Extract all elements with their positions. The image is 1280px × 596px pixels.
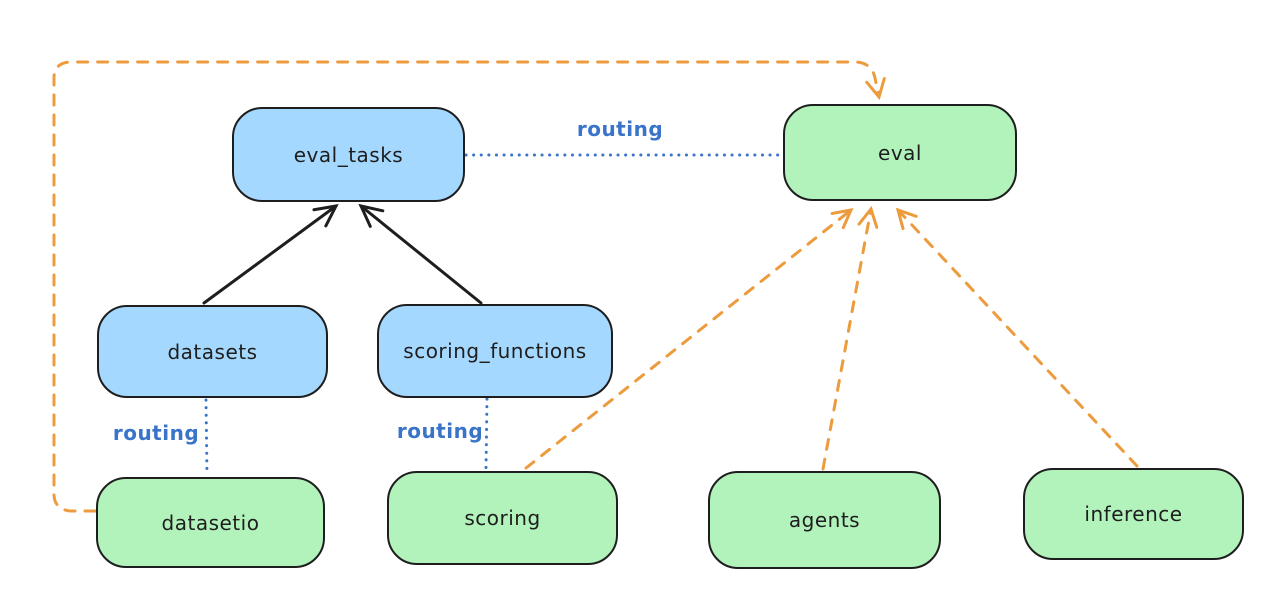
node-inference-label: inference	[1084, 502, 1183, 526]
edge-datasets-to-datasetio-routing	[204, 398, 209, 477]
node-datasets: datasets	[97, 305, 328, 398]
edge-agents-to-eval	[821, 205, 879, 471]
node-scoring_functions: scoring_functions	[377, 304, 613, 398]
node-datasetio-label: datasetio	[161, 510, 260, 535]
node-scoring-label: scoring	[464, 506, 541, 530]
edge-scoring_functions-to-eval_tasks	[358, 203, 483, 305]
routing-label-datasets-datasetio: routing	[112, 421, 200, 445]
node-scoring: scoring	[387, 471, 618, 565]
node-eval: eval	[783, 104, 1017, 201]
routing-label-eval_tasks-eval: routing	[576, 117, 664, 141]
edge-scoring-to-eval	[524, 208, 854, 470]
node-datasetio: datasetio	[96, 477, 325, 568]
edge-inference-to-eval	[895, 207, 1139, 468]
node-eval-label: eval	[878, 140, 922, 165]
node-inference: inference	[1023, 468, 1244, 560]
node-agents-label: agents	[788, 508, 861, 532]
node-eval_tasks: eval_tasks	[232, 107, 465, 202]
node-agents: agents	[708, 471, 941, 569]
node-eval_tasks-label: eval_tasks	[293, 142, 404, 167]
node-datasets-label: datasets	[167, 339, 258, 364]
routing-label-scoring_functions-scoring: routing	[396, 419, 484, 443]
edge-datasets-to-eval_tasks	[202, 204, 339, 305]
node-scoring_functions-label: scoring_functions	[403, 339, 587, 363]
edge-datasetio-to-eval	[52, 60, 886, 513]
